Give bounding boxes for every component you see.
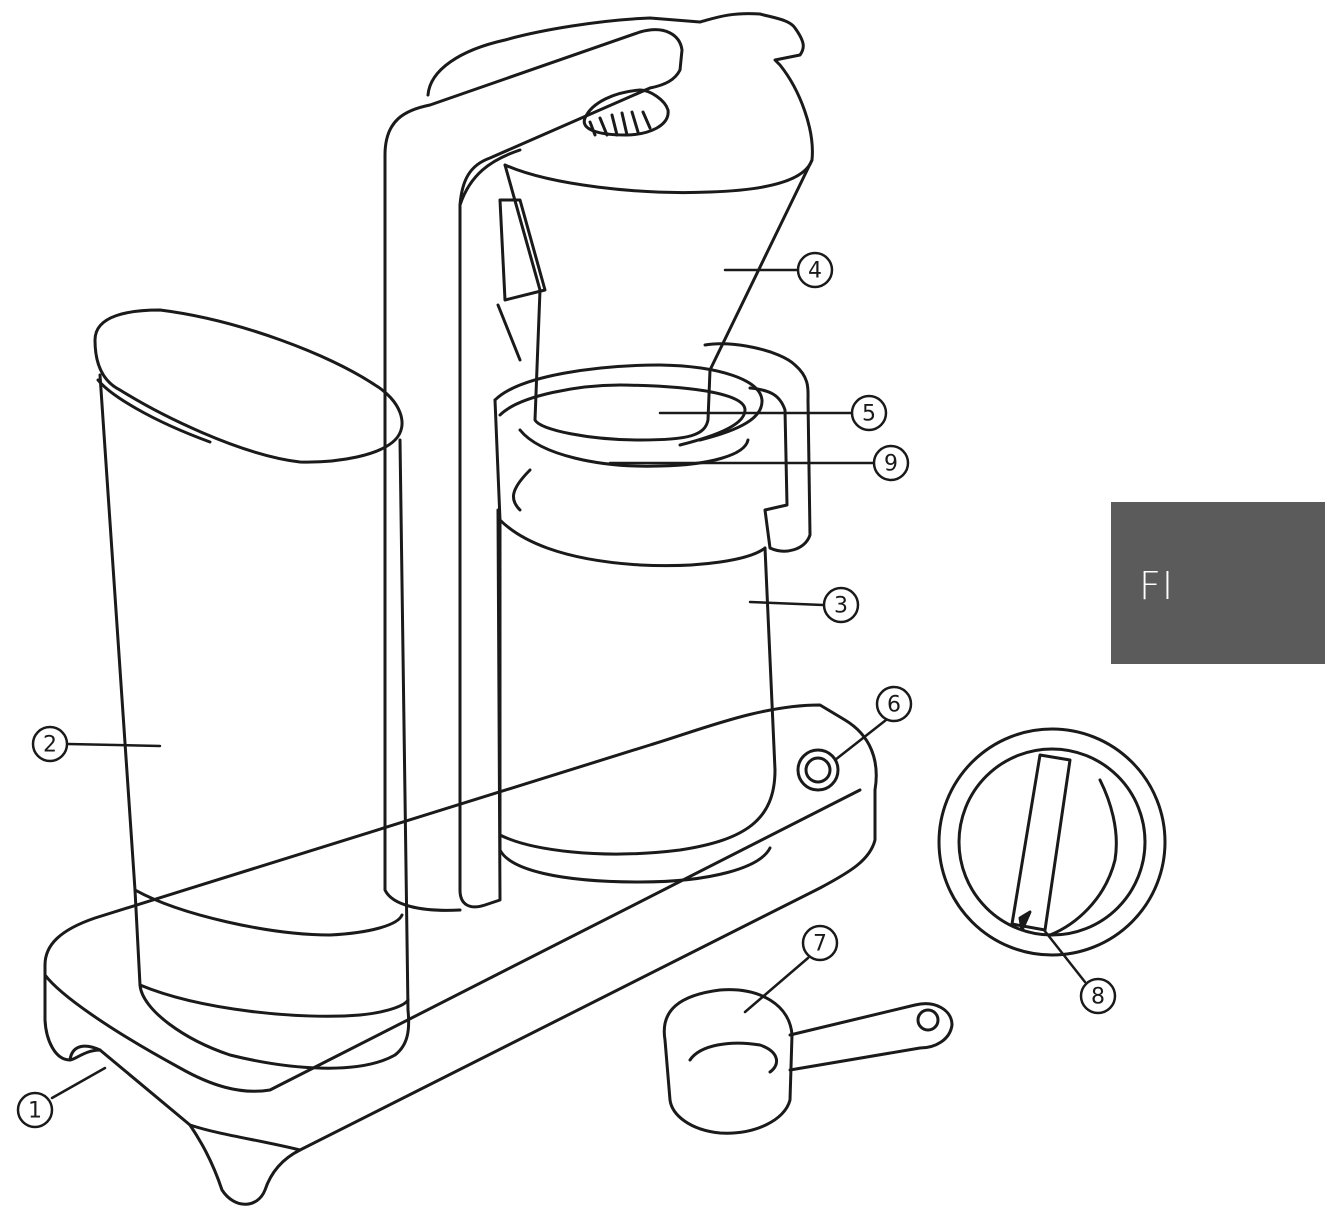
carafe bbox=[493, 342, 812, 884]
callout-4-circle bbox=[796, 251, 834, 289]
callout-3: 3 bbox=[834, 594, 848, 619]
callout-1-circle bbox=[16, 1091, 54, 1129]
measuring-scoop bbox=[662, 988, 954, 1135]
callout-9-circle bbox=[872, 444, 910, 482]
strength-selector-dial bbox=[937, 727, 1167, 957]
language-badge: FI bbox=[1111, 502, 1325, 664]
leader-lines bbox=[50, 268, 1087, 1100]
language-code: FI bbox=[1139, 564, 1175, 608]
callout-circles bbox=[16, 251, 1117, 1129]
callout-6: 6 bbox=[887, 693, 901, 718]
callout-5: 5 bbox=[862, 402, 876, 427]
callout-2: 2 bbox=[43, 733, 57, 758]
callout-8: 8 bbox=[1091, 985, 1105, 1010]
callout-5-circle bbox=[850, 394, 888, 432]
callout-6-circle bbox=[875, 685, 913, 723]
callout-3-circle bbox=[822, 586, 860, 624]
start-button bbox=[796, 748, 840, 792]
callout-1: 1 bbox=[28, 1099, 42, 1124]
callout-7: 7 bbox=[813, 932, 827, 957]
callout-7-circle bbox=[801, 924, 839, 962]
filter-funnel bbox=[426, 12, 814, 442]
callout-4: 4 bbox=[808, 259, 822, 284]
water-tank bbox=[93, 308, 411, 1070]
callout-2-circle bbox=[31, 725, 69, 763]
support-column bbox=[383, 28, 684, 912]
base-plate bbox=[43, 703, 878, 1206]
callout-8-circle bbox=[1079, 977, 1117, 1015]
callout-9: 9 bbox=[884, 452, 898, 477]
